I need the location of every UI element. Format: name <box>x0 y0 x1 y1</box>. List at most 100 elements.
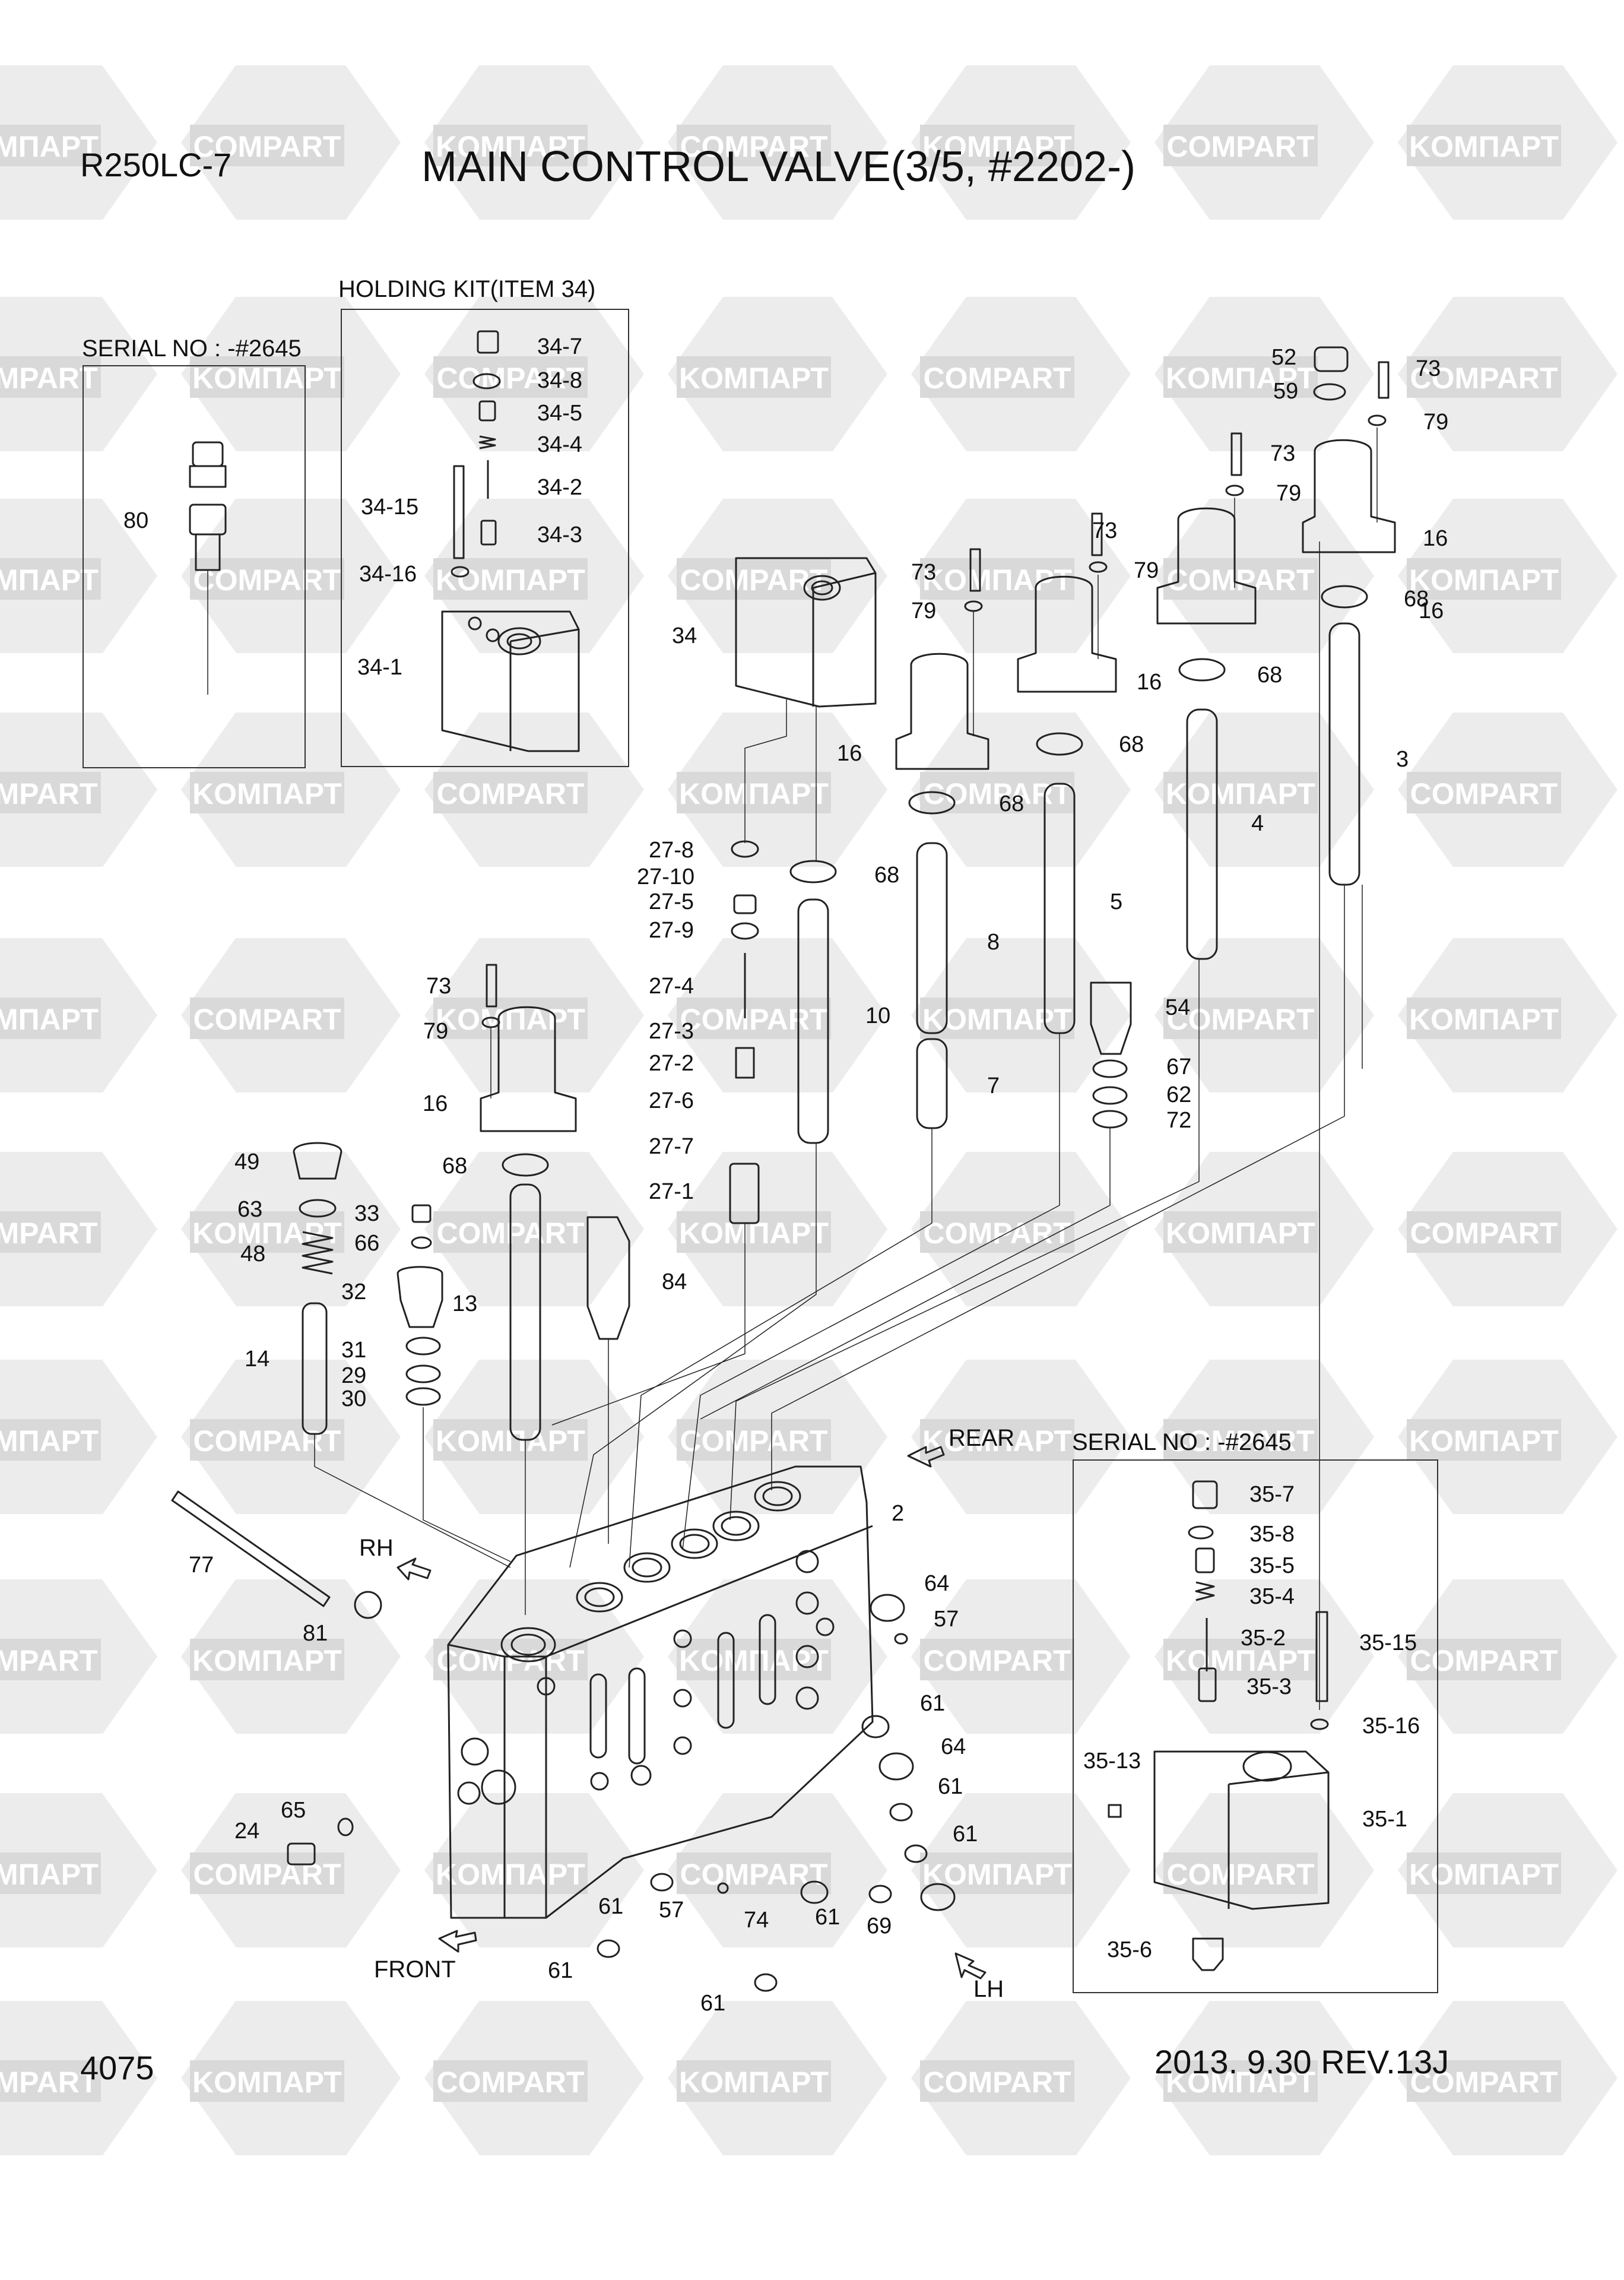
direction-rh: RH <box>359 1535 394 1561</box>
part-callout-61b: 61 <box>938 1774 963 1799</box>
watermark-tile: COMPART <box>181 938 401 1092</box>
part-callout-49: 49 <box>234 1150 260 1174</box>
watermark-tile: KOMПАРТ <box>0 65 157 220</box>
svg-text:KOMПАРТ: KOMПАРТ <box>1409 1858 1559 1891</box>
watermark-tile: COMPART <box>1398 2001 1617 2155</box>
page-title: MAIN CONTROL VALVE(3/5, #2202-) <box>421 143 1136 191</box>
svg-text:COMPART: COMPART <box>193 563 341 597</box>
part-callout-74: 74 <box>744 1908 769 1933</box>
watermark-tile: KOMПАРТ <box>668 297 887 451</box>
part-callout-62: 62 <box>1166 1082 1192 1107</box>
part-callout-34-4: 34-4 <box>537 432 583 457</box>
part-callout-68b: 68 <box>1257 663 1283 688</box>
svg-text:COMPART: COMPART <box>193 130 341 163</box>
item-34-holding-valve <box>735 557 877 708</box>
part-callout-7: 7 <box>987 1074 1000 1098</box>
watermark-tile: COMPART <box>424 712 644 867</box>
part-callout-35-4: 35-4 <box>1249 1584 1295 1609</box>
direction-rear: REAR <box>949 1425 1015 1451</box>
watermark-tile: KOMПАРТ <box>668 2001 887 2155</box>
watermark-tile: COMPART <box>1154 1793 1374 1948</box>
watermark-tile: COMPART <box>181 1793 401 1948</box>
svg-text:COMPART: COMPART <box>0 1217 98 1250</box>
watermark-tile: KOMПАРТ <box>1398 1793 1617 1948</box>
part-callout-73d: 73 <box>911 560 937 585</box>
part-callout-61a: 61 <box>920 1691 946 1716</box>
watermark-tile: COMPART <box>1398 297 1617 451</box>
part-callout-73c: 73 <box>1092 518 1118 543</box>
svg-text:KOMПАРТ: KOMПАРТ <box>922 130 1072 163</box>
part-callout-5: 5 <box>1110 889 1123 914</box>
watermark-tile: COMPART <box>668 499 887 653</box>
svg-text:COMPART: COMPART <box>436 2066 584 2099</box>
watermark-tile: COMPART <box>911 297 1131 451</box>
part-callout-27-7: 27-7 <box>649 1134 694 1159</box>
watermark-tile: COMPART <box>1154 65 1374 220</box>
serial-left-label: SERIAL NO : -#2645 <box>82 335 302 362</box>
part-callout-34-7: 34-7 <box>537 334 583 359</box>
svg-text:KOMПАРТ: KOMПАРТ <box>679 1644 829 1677</box>
watermark-tile: KOMПАРТ <box>1154 2001 1374 2155</box>
part-callout-79a: 79 <box>1423 410 1449 435</box>
svg-text:KOMПАРТ: KOMПАРТ <box>1166 362 1315 395</box>
part-callout-27-3: 27-3 <box>649 1019 694 1044</box>
part-callout-34-8: 34-8 <box>537 368 583 393</box>
svg-text:KOMПАРТ: KOMПАРТ <box>679 362 829 395</box>
part-callout-84: 84 <box>662 1269 687 1294</box>
model-number: R250LC-7 <box>80 146 232 183</box>
part-callout-79e: 79 <box>423 1019 449 1044</box>
o-rings <box>299 383 1387 1992</box>
watermark-tile: KOMПАРТ <box>1398 65 1617 220</box>
svg-text:COMPART: COMPART <box>923 777 1071 810</box>
part-callout-68d: 68 <box>999 791 1024 816</box>
svg-text:KOMПАРТ: KOMПАРТ <box>0 130 99 163</box>
part-callout-35-8: 35-8 <box>1249 1522 1295 1547</box>
watermark-tile: COMPART <box>181 65 401 220</box>
revision-date: 2013. 9.30 REV.13J <box>1154 2043 1449 2080</box>
watermark-tile: COMPART <box>0 2001 157 2155</box>
part-callout-72: 72 <box>1166 1108 1192 1133</box>
part-callout-79c: 79 <box>1134 558 1159 583</box>
part-callout-31: 31 <box>341 1338 367 1363</box>
leader-lines <box>207 428 1378 1710</box>
part-callout-32: 32 <box>341 1280 367 1304</box>
part-callout-27-5: 27-5 <box>649 889 694 914</box>
part-callout-79b: 79 <box>1276 481 1302 506</box>
svg-text:COMPART: COMPART <box>923 362 1071 395</box>
svg-text:KOMПАРТ: KOMПАРТ <box>436 130 585 163</box>
svg-text:COMPART: COMPART <box>1166 1003 1314 1036</box>
part-callout-68c: 68 <box>1119 732 1144 757</box>
svg-text:COMPART: COMPART <box>1410 1644 1558 1677</box>
part-callout-61d: 61 <box>598 1894 624 1919</box>
svg-text:COMPART: COMPART <box>436 362 584 395</box>
watermark-tile: COMPART <box>911 1152 1131 1306</box>
watermark-tile: COMPART <box>1398 712 1617 867</box>
svg-text:KOMПАРТ: KOMПАРТ <box>1409 563 1559 597</box>
svg-text:COMPART: COMPART <box>923 2066 1071 2099</box>
watermark-tile: KOMПАРТ <box>911 65 1131 220</box>
watermark-tile: KOMПАРТ <box>181 297 401 451</box>
part-callout-35-1: 35-1 <box>1362 1807 1408 1832</box>
part-callout-27-4: 27-4 <box>649 974 694 999</box>
svg-text:COMPART: COMPART <box>680 1003 827 1036</box>
solenoid-valves <box>480 439 1396 1132</box>
direction-lh: LH <box>973 1976 1004 2002</box>
part-callout-35-13: 35-13 <box>1083 1749 1141 1774</box>
svg-text:COMPART: COMPART <box>1166 1858 1314 1891</box>
watermark-tile: COMPART <box>668 1793 887 1948</box>
part-callout-35-5: 35-5 <box>1249 1553 1295 1578</box>
watermark-tile: KOMПАРТ <box>911 1793 1131 1948</box>
svg-text:KOMПАРТ: KOMПАРТ <box>1166 1217 1315 1250</box>
watermark-tile: KOMПАРТ <box>668 1579 887 1734</box>
part-callout-79d: 79 <box>911 598 937 623</box>
svg-text:COMPART: COMPART <box>1166 130 1314 163</box>
svg-text:COMPART: COMPART <box>436 777 584 810</box>
svg-text:KOMПАРТ: KOMПАРТ <box>1409 1003 1559 1036</box>
watermark-tile: KOMПАРТ <box>181 1579 401 1734</box>
part-callout-4: 4 <box>1251 811 1264 836</box>
part-callout-59: 59 <box>1273 379 1299 404</box>
part-callout-64a: 64 <box>924 1571 950 1596</box>
svg-text:KOMПАРТ: KOMПАРТ <box>192 777 342 810</box>
part-callout-63: 63 <box>237 1197 263 1222</box>
part-callout-30: 30 <box>341 1386 367 1411</box>
